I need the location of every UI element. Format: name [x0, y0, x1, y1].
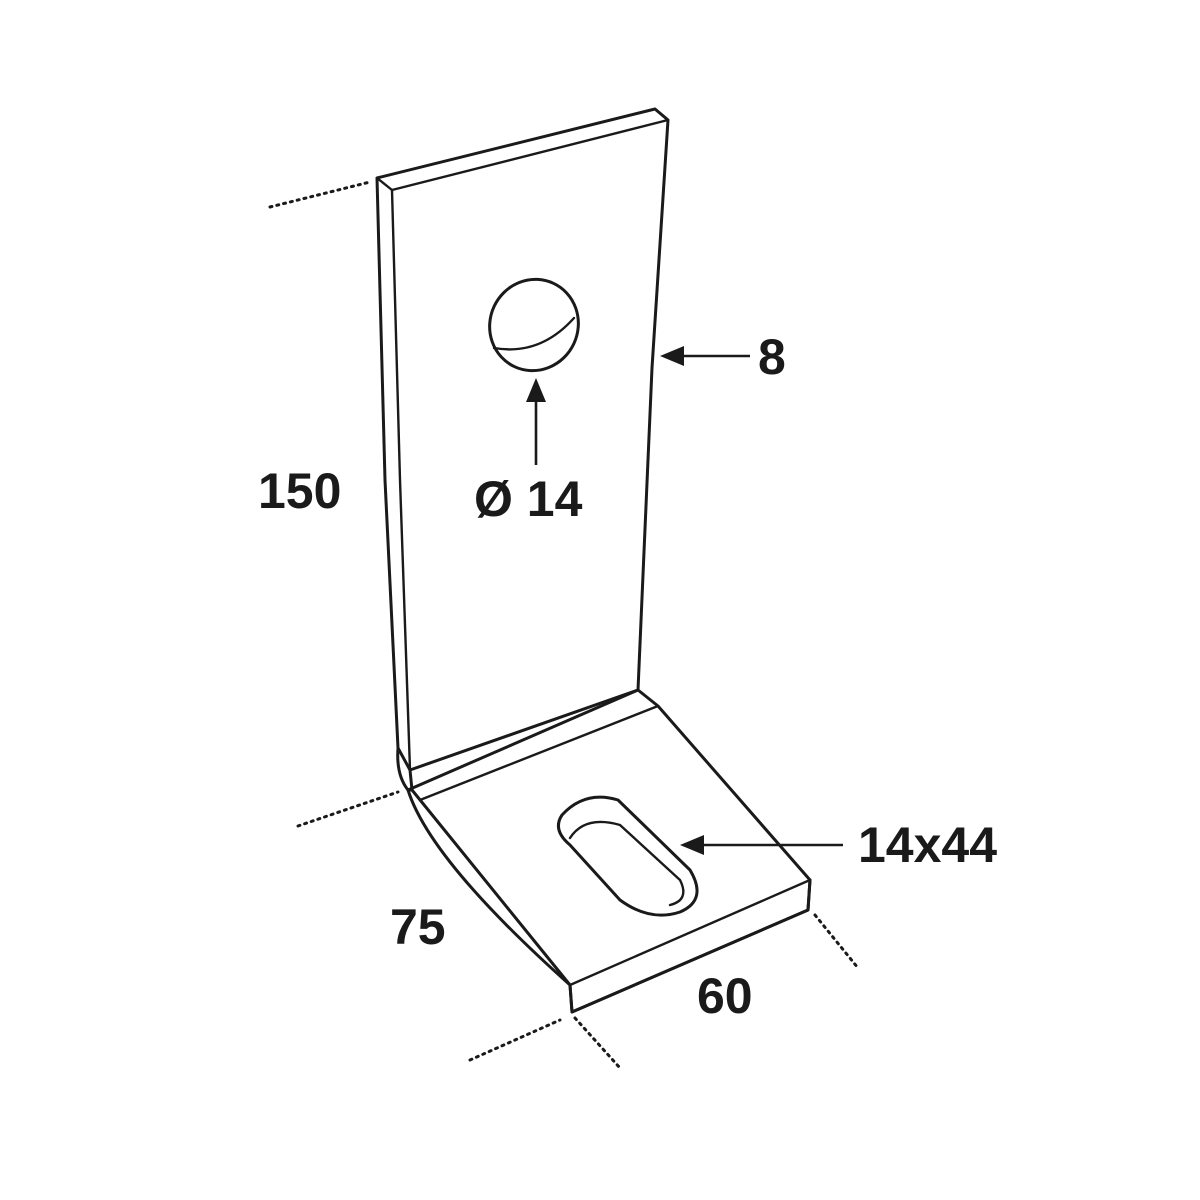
thickness-label: 8: [758, 329, 786, 385]
thickness-arrow: [660, 346, 750, 366]
slot-arrow: [680, 835, 843, 855]
vertical-plate: [375, 107, 670, 772]
ext-bend: [296, 790, 400, 828]
extension-lines: [268, 180, 860, 1070]
slot-hole: [556, 795, 699, 917]
ext-right: [813, 913, 860, 970]
base-plate: [406, 688, 812, 1014]
width-label: 60: [697, 968, 753, 1024]
slot-size-label: 14x44: [858, 817, 997, 873]
ext-top: [268, 180, 372, 209]
bend-edge: [396, 746, 414, 792]
ext-front-down: [573, 1016, 622, 1070]
round-hole: [488, 277, 580, 373]
depth-label: 75: [390, 899, 446, 955]
hole-arrow: [526, 378, 546, 465]
hole-diameter-label: Ø 14: [474, 471, 583, 527]
ext-front-left: [468, 1018, 562, 1062]
height-label: 150: [258, 463, 341, 519]
